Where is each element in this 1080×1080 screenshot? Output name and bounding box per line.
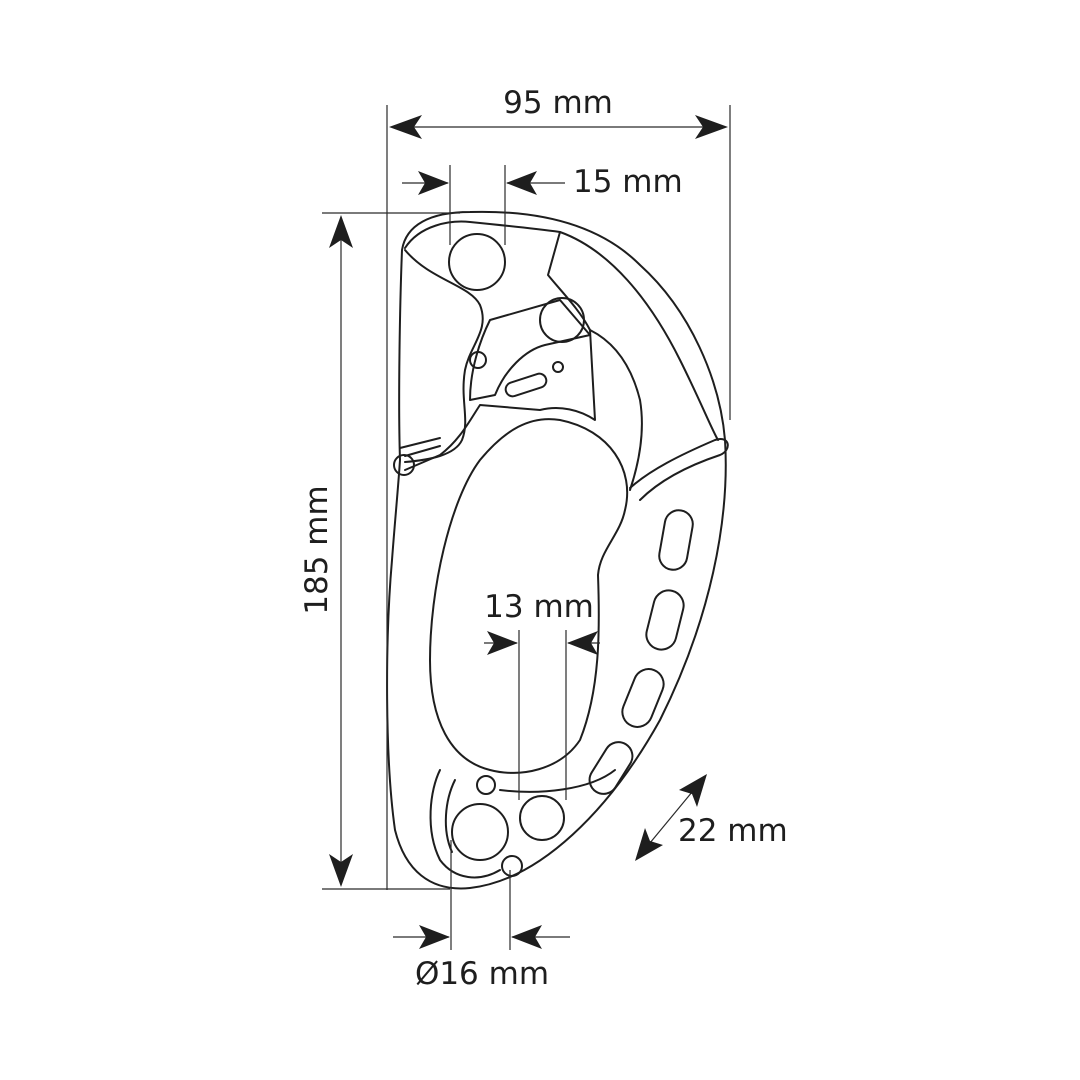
side-hole-2 bbox=[645, 589, 685, 651]
hole-diameter-label: Ø16 mm bbox=[415, 956, 549, 992]
thickness-label: 22 mm bbox=[678, 813, 788, 849]
hole-arrow-left bbox=[419, 925, 450, 949]
height-label: 185 mm bbox=[299, 485, 335, 614]
cam-blade bbox=[469, 299, 591, 401]
bottom-channel bbox=[429, 769, 501, 879]
gate-lever bbox=[404, 249, 484, 463]
width-arrow-left bbox=[389, 115, 422, 139]
top-hole bbox=[448, 233, 506, 291]
bottom-small-hole-1 bbox=[476, 775, 496, 795]
side-ridge bbox=[629, 438, 729, 501]
side-hole-4 bbox=[588, 741, 634, 795]
thickness-arrow-top bbox=[679, 774, 707, 807]
inner-spine bbox=[589, 329, 643, 491]
gap-arrow-left bbox=[487, 631, 518, 655]
lever-pin bbox=[393, 454, 415, 476]
height-arrow-top bbox=[329, 215, 353, 248]
bottom-small-hole-2 bbox=[501, 855, 523, 877]
device-body-outline bbox=[386, 210, 727, 890]
spacing-arrow-left bbox=[418, 171, 449, 195]
height-arrow-bottom bbox=[329, 854, 353, 887]
upper-spine bbox=[559, 231, 719, 441]
cam-slot bbox=[504, 372, 548, 398]
dimension-labels: 95 mm 15 mm 185 mm 13 mm 22 mm Ø16 mm bbox=[299, 85, 788, 992]
device-outline bbox=[386, 210, 729, 890]
side-hole-3 bbox=[621, 668, 665, 728]
small-pivot-1 bbox=[469, 351, 487, 369]
dimension-lines bbox=[322, 105, 731, 950]
bottom-spine bbox=[499, 769, 616, 793]
spacing-label: 15 mm bbox=[573, 164, 683, 200]
gap-label: 13 mm bbox=[484, 589, 594, 625]
gap-arrow-right bbox=[567, 631, 598, 655]
inner-opening bbox=[429, 418, 629, 774]
bottom-channel-inner bbox=[444, 779, 456, 853]
upper-gate bbox=[404, 220, 596, 471]
bottom-right-hole bbox=[519, 795, 565, 841]
bottom-large-hole bbox=[451, 803, 509, 861]
side-hole-1 bbox=[658, 509, 694, 571]
hole-arrow-right bbox=[511, 925, 542, 949]
width-label: 95 mm bbox=[503, 85, 613, 121]
width-arrow-right bbox=[695, 115, 728, 139]
lever-slot bbox=[399, 437, 441, 449]
cam-pivot-hole bbox=[539, 297, 585, 343]
thickness-arrow-bottom bbox=[635, 828, 663, 861]
lever-slot-2 bbox=[404, 445, 441, 457]
small-pivot-2 bbox=[552, 361, 564, 373]
spacing-arrow-right bbox=[506, 171, 537, 195]
